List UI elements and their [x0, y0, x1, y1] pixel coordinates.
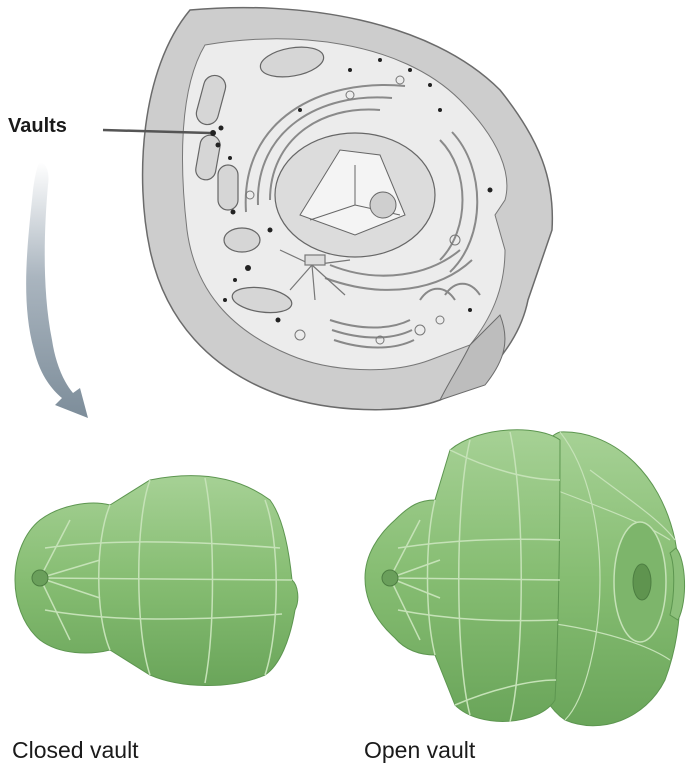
nucleus — [275, 133, 435, 257]
closed-vault-body — [15, 476, 298, 686]
curved-arrow — [26, 162, 88, 418]
cell-illustration — [103, 8, 552, 410]
open-vault-label: Open vault — [364, 737, 475, 764]
open-vault-cap — [382, 570, 398, 586]
closed-vault-illustration — [15, 476, 298, 686]
closed-vault-label: Closed vault — [12, 737, 139, 764]
vaults-label: Vaults — [8, 115, 67, 138]
closed-vault-cap — [32, 570, 48, 586]
open-vault-illustration — [365, 430, 685, 726]
